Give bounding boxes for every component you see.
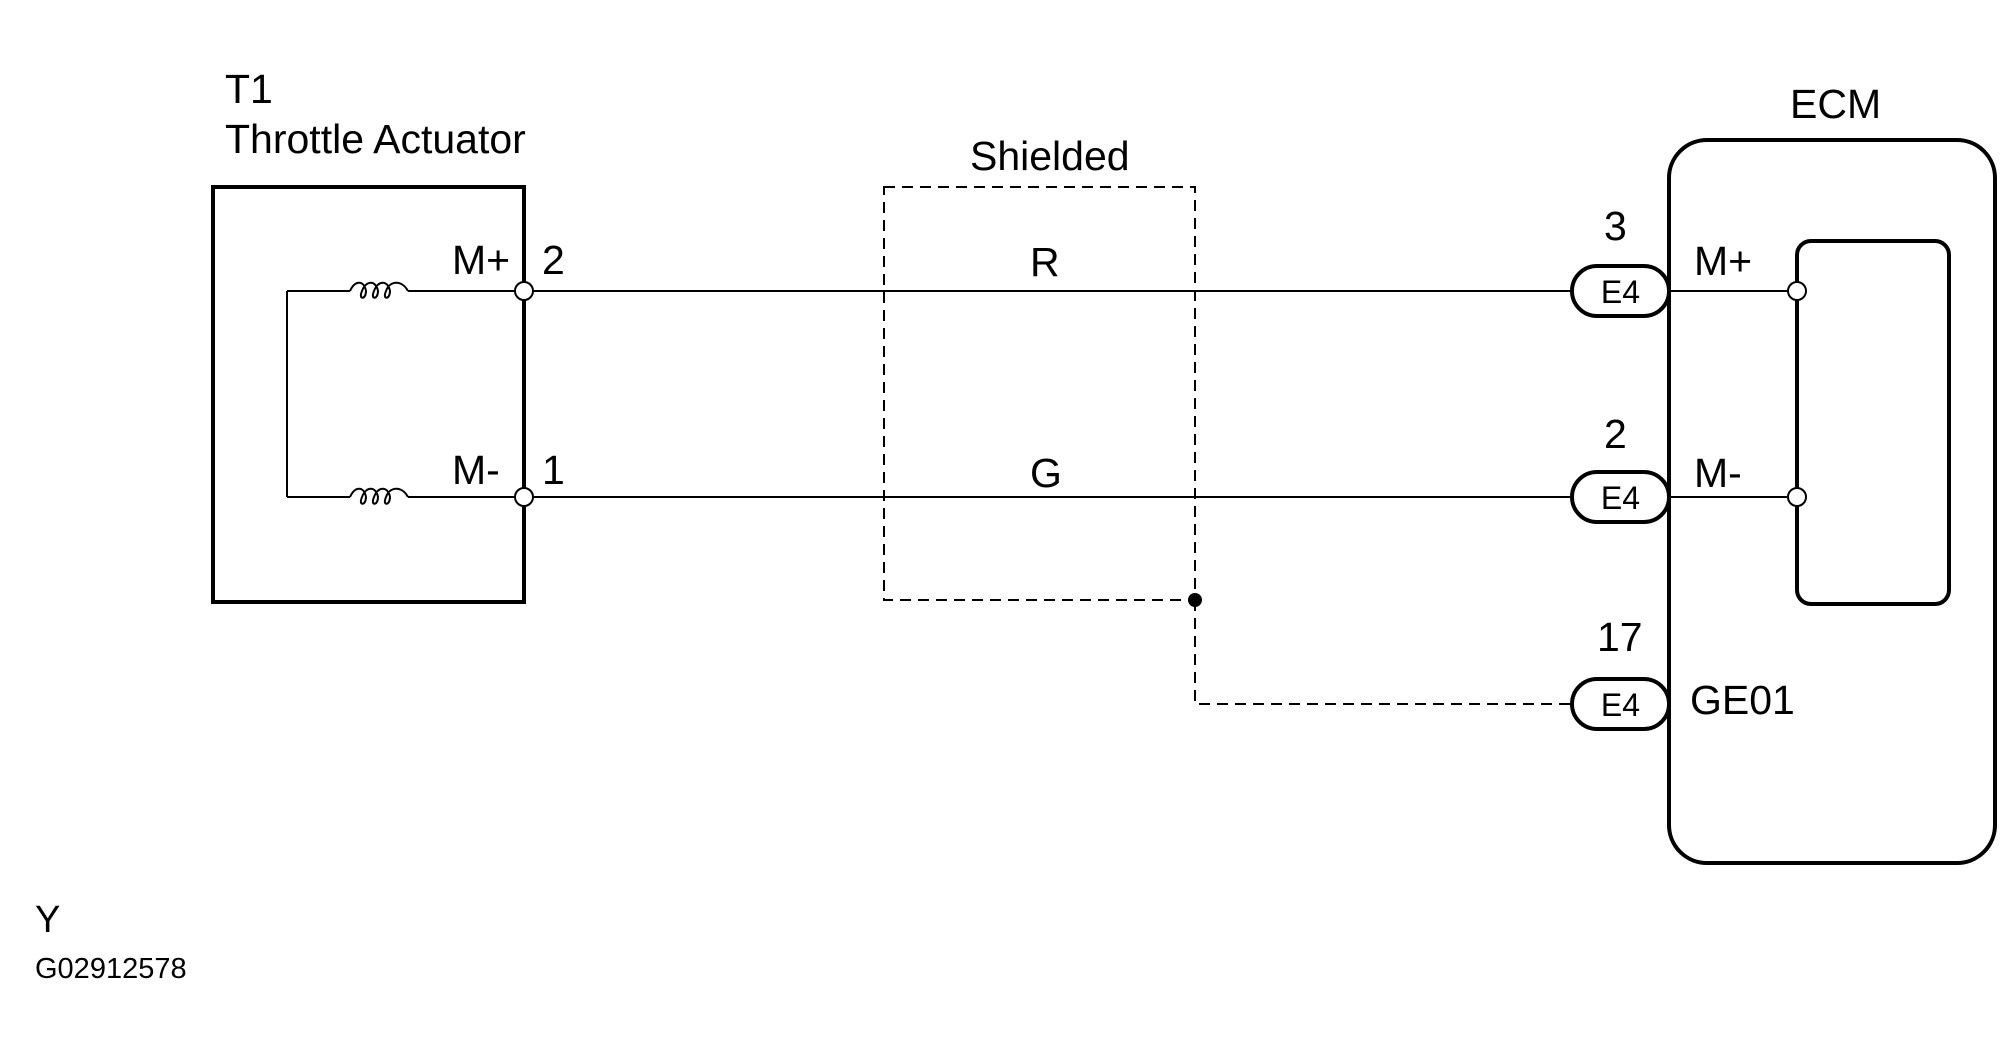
actuator-name: Throttle Actuator	[225, 116, 526, 162]
ecm-pin-number-3: 3	[1604, 203, 1627, 249]
connector-e4	[1570, 677, 1671, 731]
shield-ground-wire	[1194, 600, 1572, 705]
actuator-code: T1	[225, 66, 273, 112]
terminal-node	[1787, 281, 1807, 301]
actuator-pin-number-1: 1	[542, 447, 565, 493]
ecm-internal-block	[1795, 239, 1951, 606]
terminal-node	[514, 281, 534, 301]
actuator-pin-label-mplus: M+	[452, 237, 510, 283]
ecm-pin-number-2: 2	[1604, 411, 1627, 457]
terminal-node	[514, 487, 534, 507]
connector-label: E4	[1601, 687, 1640, 723]
figure-id: G02912578	[35, 953, 187, 985]
coil-icon	[349, 487, 409, 505]
actuator-pin-number-2: 2	[542, 237, 565, 283]
ecm-pin-number-17: 17	[1597, 614, 1643, 660]
wire-color-r: R	[1030, 239, 1060, 285]
shield-junction-dot	[1188, 593, 1202, 607]
ecm-pin-label-mplus: M+	[1694, 238, 1752, 284]
actuator-box	[211, 185, 526, 604]
wire-color-g: G	[1030, 450, 1062, 496]
ecm-pin-label-ge01: GE01	[1690, 677, 1795, 723]
shield-label: Shielded	[970, 133, 1130, 179]
actuator-pin-label-mminus: M-	[452, 447, 500, 493]
connector-label: E4	[1601, 274, 1640, 310]
ecm-pin-label-mminus: M-	[1694, 450, 1742, 496]
coil-icon	[349, 281, 409, 299]
connector-label: E4	[1601, 480, 1640, 516]
footer-code-letter: Y	[35, 899, 60, 941]
actuator-internal-circuit	[286, 290, 524, 498]
ecm-title: ECM	[1790, 81, 1881, 127]
terminal-node	[1787, 487, 1807, 507]
